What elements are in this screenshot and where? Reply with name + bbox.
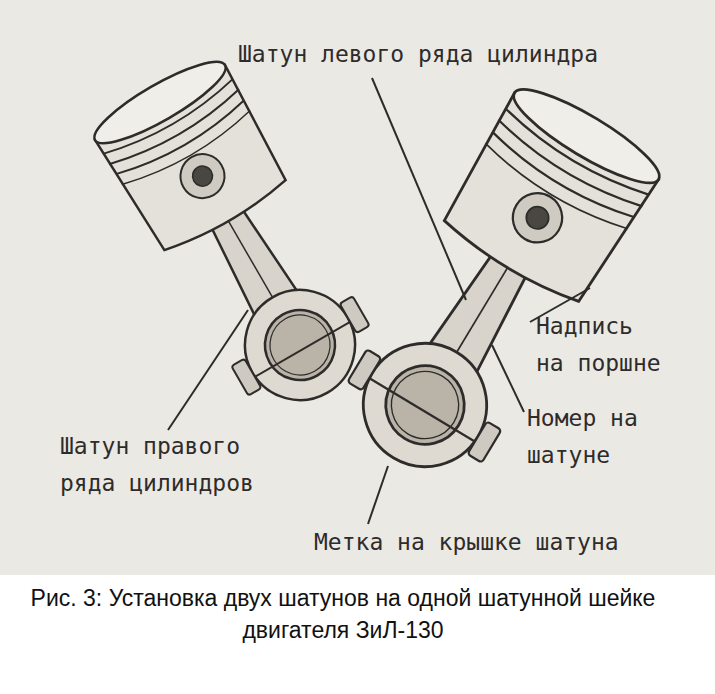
leader-line (372, 78, 466, 300)
row-label: Шатун левого ряда цилиндра (238, 36, 598, 73)
callout-label: Метка на крышке шатуна (314, 524, 619, 561)
right-row-assembly (86, 49, 392, 430)
leader-line (168, 310, 248, 430)
leader-line (492, 345, 524, 412)
callout-label: Надпись на поршне (536, 308, 671, 382)
left-row-assembly (321, 76, 669, 501)
leader-line (368, 466, 388, 524)
figure-caption: Рис. 3: Установка двух шатунов на одной … (8, 582, 678, 646)
row-label: Шатун правого ряда цилиндров (60, 428, 265, 502)
callout-label: Номер на шатуне (527, 400, 677, 474)
